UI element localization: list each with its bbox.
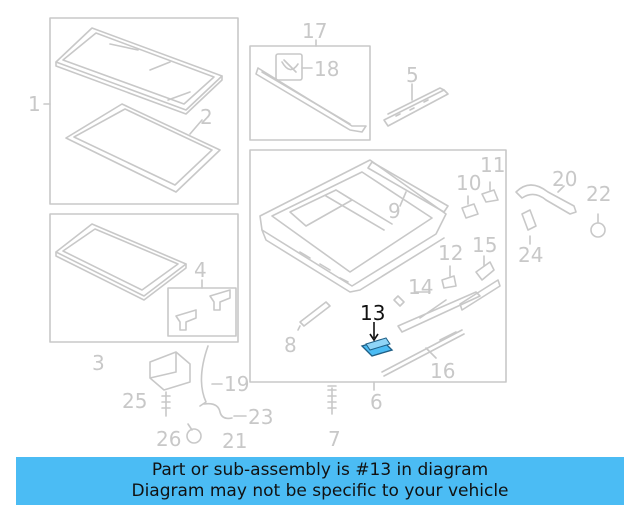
part-26-bolt [161, 391, 171, 417]
callout-19: 19 [224, 372, 249, 396]
part-25-motor [149, 351, 191, 391]
callout-6: 6 [370, 390, 383, 414]
callout-21: 21 [222, 429, 247, 453]
part-12-clip [441, 275, 457, 289]
callout-16: 16 [430, 359, 455, 383]
part-14-link [397, 291, 481, 333]
callout-12: 12 [438, 241, 463, 265]
part-22-clamp [590, 222, 606, 238]
leader-2 [189, 119, 203, 135]
leader-13-arrow [369, 333, 379, 342]
part-10-bracket [461, 203, 479, 219]
group-box-3 [49, 213, 239, 343]
banner-line-1: Part or sub-assembly is #13 in diagram [151, 460, 489, 480]
part-16-cable [381, 329, 465, 377]
part-5-deflector [383, 87, 449, 127]
callout-3: 3 [92, 351, 105, 375]
part-11-bracket [481, 189, 499, 203]
leader-26 [187, 423, 193, 431]
part-19-drain-hose [199, 345, 209, 407]
group-box-17 [249, 45, 371, 141]
banner-line-2: Diagram may not be specific to your vehi… [131, 481, 509, 501]
callout-1: 1 [28, 92, 41, 116]
part-18-clip [275, 53, 303, 81]
callout-10: 10 [456, 171, 481, 195]
part-23-hose [203, 402, 233, 420]
part-20-drain-hose [515, 184, 577, 215]
sunroof-frame [259, 159, 447, 293]
callout-2: 2 [200, 105, 213, 129]
group-box-1 [49, 17, 239, 205]
callout-25: 25 [122, 389, 147, 413]
leader-8 [297, 325, 301, 331]
callout-14: 14 [408, 275, 433, 299]
callout-23: 23 [248, 405, 273, 429]
callout-17: 17 [302, 19, 327, 43]
leader-16 [425, 347, 437, 359]
info-banner: Part or sub-assembly is #13 in diagram D… [16, 457, 624, 505]
part-9-rail [367, 161, 449, 213]
callout-7: 7 [328, 427, 341, 451]
callout-9: 9 [388, 199, 401, 223]
part-24-clip [521, 209, 537, 231]
callout-24: 24 [518, 243, 543, 267]
part-13-highlighted[interactable] [360, 322, 394, 357]
callout-11: 11 [480, 153, 505, 177]
callout-13[interactable]: 13 [360, 301, 385, 325]
part-4-clip-a [175, 309, 197, 331]
callout-26: 26 [156, 427, 181, 451]
part-7-bolt [327, 385, 337, 415]
glass-seal [65, 103, 221, 193]
callout-8: 8 [284, 333, 297, 357]
part-15-guide [459, 261, 501, 311]
part-8-strip [299, 301, 331, 327]
callout-5: 5 [406, 63, 419, 87]
glass-panel [55, 27, 223, 115]
drain-rail [255, 67, 367, 133]
part-21-grommet [186, 428, 202, 444]
callout-15: 15 [472, 233, 497, 257]
group-box-6 [249, 149, 507, 383]
part-4-clip-b [209, 289, 231, 311]
leader-20 [557, 185, 565, 193]
callout-22: 22 [586, 182, 611, 206]
sunshade-panel [55, 223, 187, 301]
leader-9 [399, 191, 407, 207]
callout-4: 4 [194, 258, 207, 282]
callout-18: 18 [314, 57, 339, 81]
part-14-bolt [393, 295, 405, 307]
callout-20: 20 [552, 167, 577, 191]
part-4-subbox [167, 287, 237, 337]
